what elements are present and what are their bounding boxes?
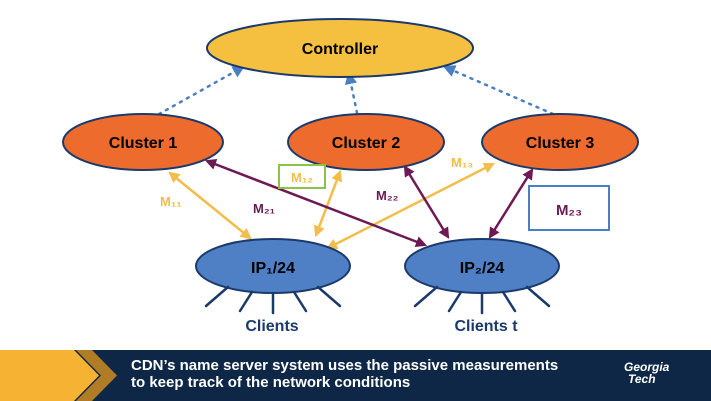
measure-arrow-m23 (488, 168, 534, 239)
client-legs-left (204, 285, 342, 315)
cluster3-label: Cluster 3 (526, 135, 595, 152)
cluster1-node (62, 113, 224, 171)
footer-caption: CDN’s name server system uses the passiv… (131, 357, 611, 391)
measure-label-m11: M₁₁ (160, 194, 182, 209)
logo-line-2: Tech (628, 372, 656, 386)
controller-label: Controller (302, 41, 378, 58)
cluster1-label: Cluster 1 (109, 135, 178, 152)
measure-arrow-m22 (403, 165, 450, 239)
m23-highlight-box (528, 185, 610, 231)
controller-node (206, 18, 474, 78)
report-arrow-cluster3 (442, 65, 555, 116)
m12-highlight-box (278, 164, 326, 189)
georgia-tech-logo: Georgia Tech (624, 361, 694, 395)
client-legs-right (413, 285, 551, 315)
chevron-decoration (0, 350, 117, 401)
logo-line-1: Georgia (624, 360, 670, 374)
measure-label-m22: M₂₂ (376, 188, 399, 203)
clients-label-left: Clients (245, 318, 298, 335)
measure-arrow-m11 (168, 171, 252, 240)
clients-label-right: Clients t (454, 318, 518, 335)
ip2-label: IP₂/24 (460, 260, 505, 277)
report-arrow-cluster2 (344, 71, 359, 115)
cluster2-label: Cluster 2 (332, 135, 401, 152)
report-arrow-cluster1 (150, 65, 246, 120)
measure-label-m12: M₁₂ (291, 170, 313, 185)
measure-arrow-m21 (204, 158, 428, 248)
cluster3-node (481, 113, 639, 171)
measure-label-m21: M₂₁ (253, 201, 275, 216)
footer-line-2: to keep track of the network conditions (131, 374, 411, 391)
ip1-label: IP₁/24 (251, 260, 295, 277)
measure-label-m13: M₁₃ (451, 155, 473, 170)
measure-label-m23: M₂₃ (556, 202, 582, 219)
footer-banner: CDN’s name server system uses the passiv… (0, 350, 711, 401)
footer-line-1: CDN’s name server system uses the passiv… (131, 357, 559, 374)
